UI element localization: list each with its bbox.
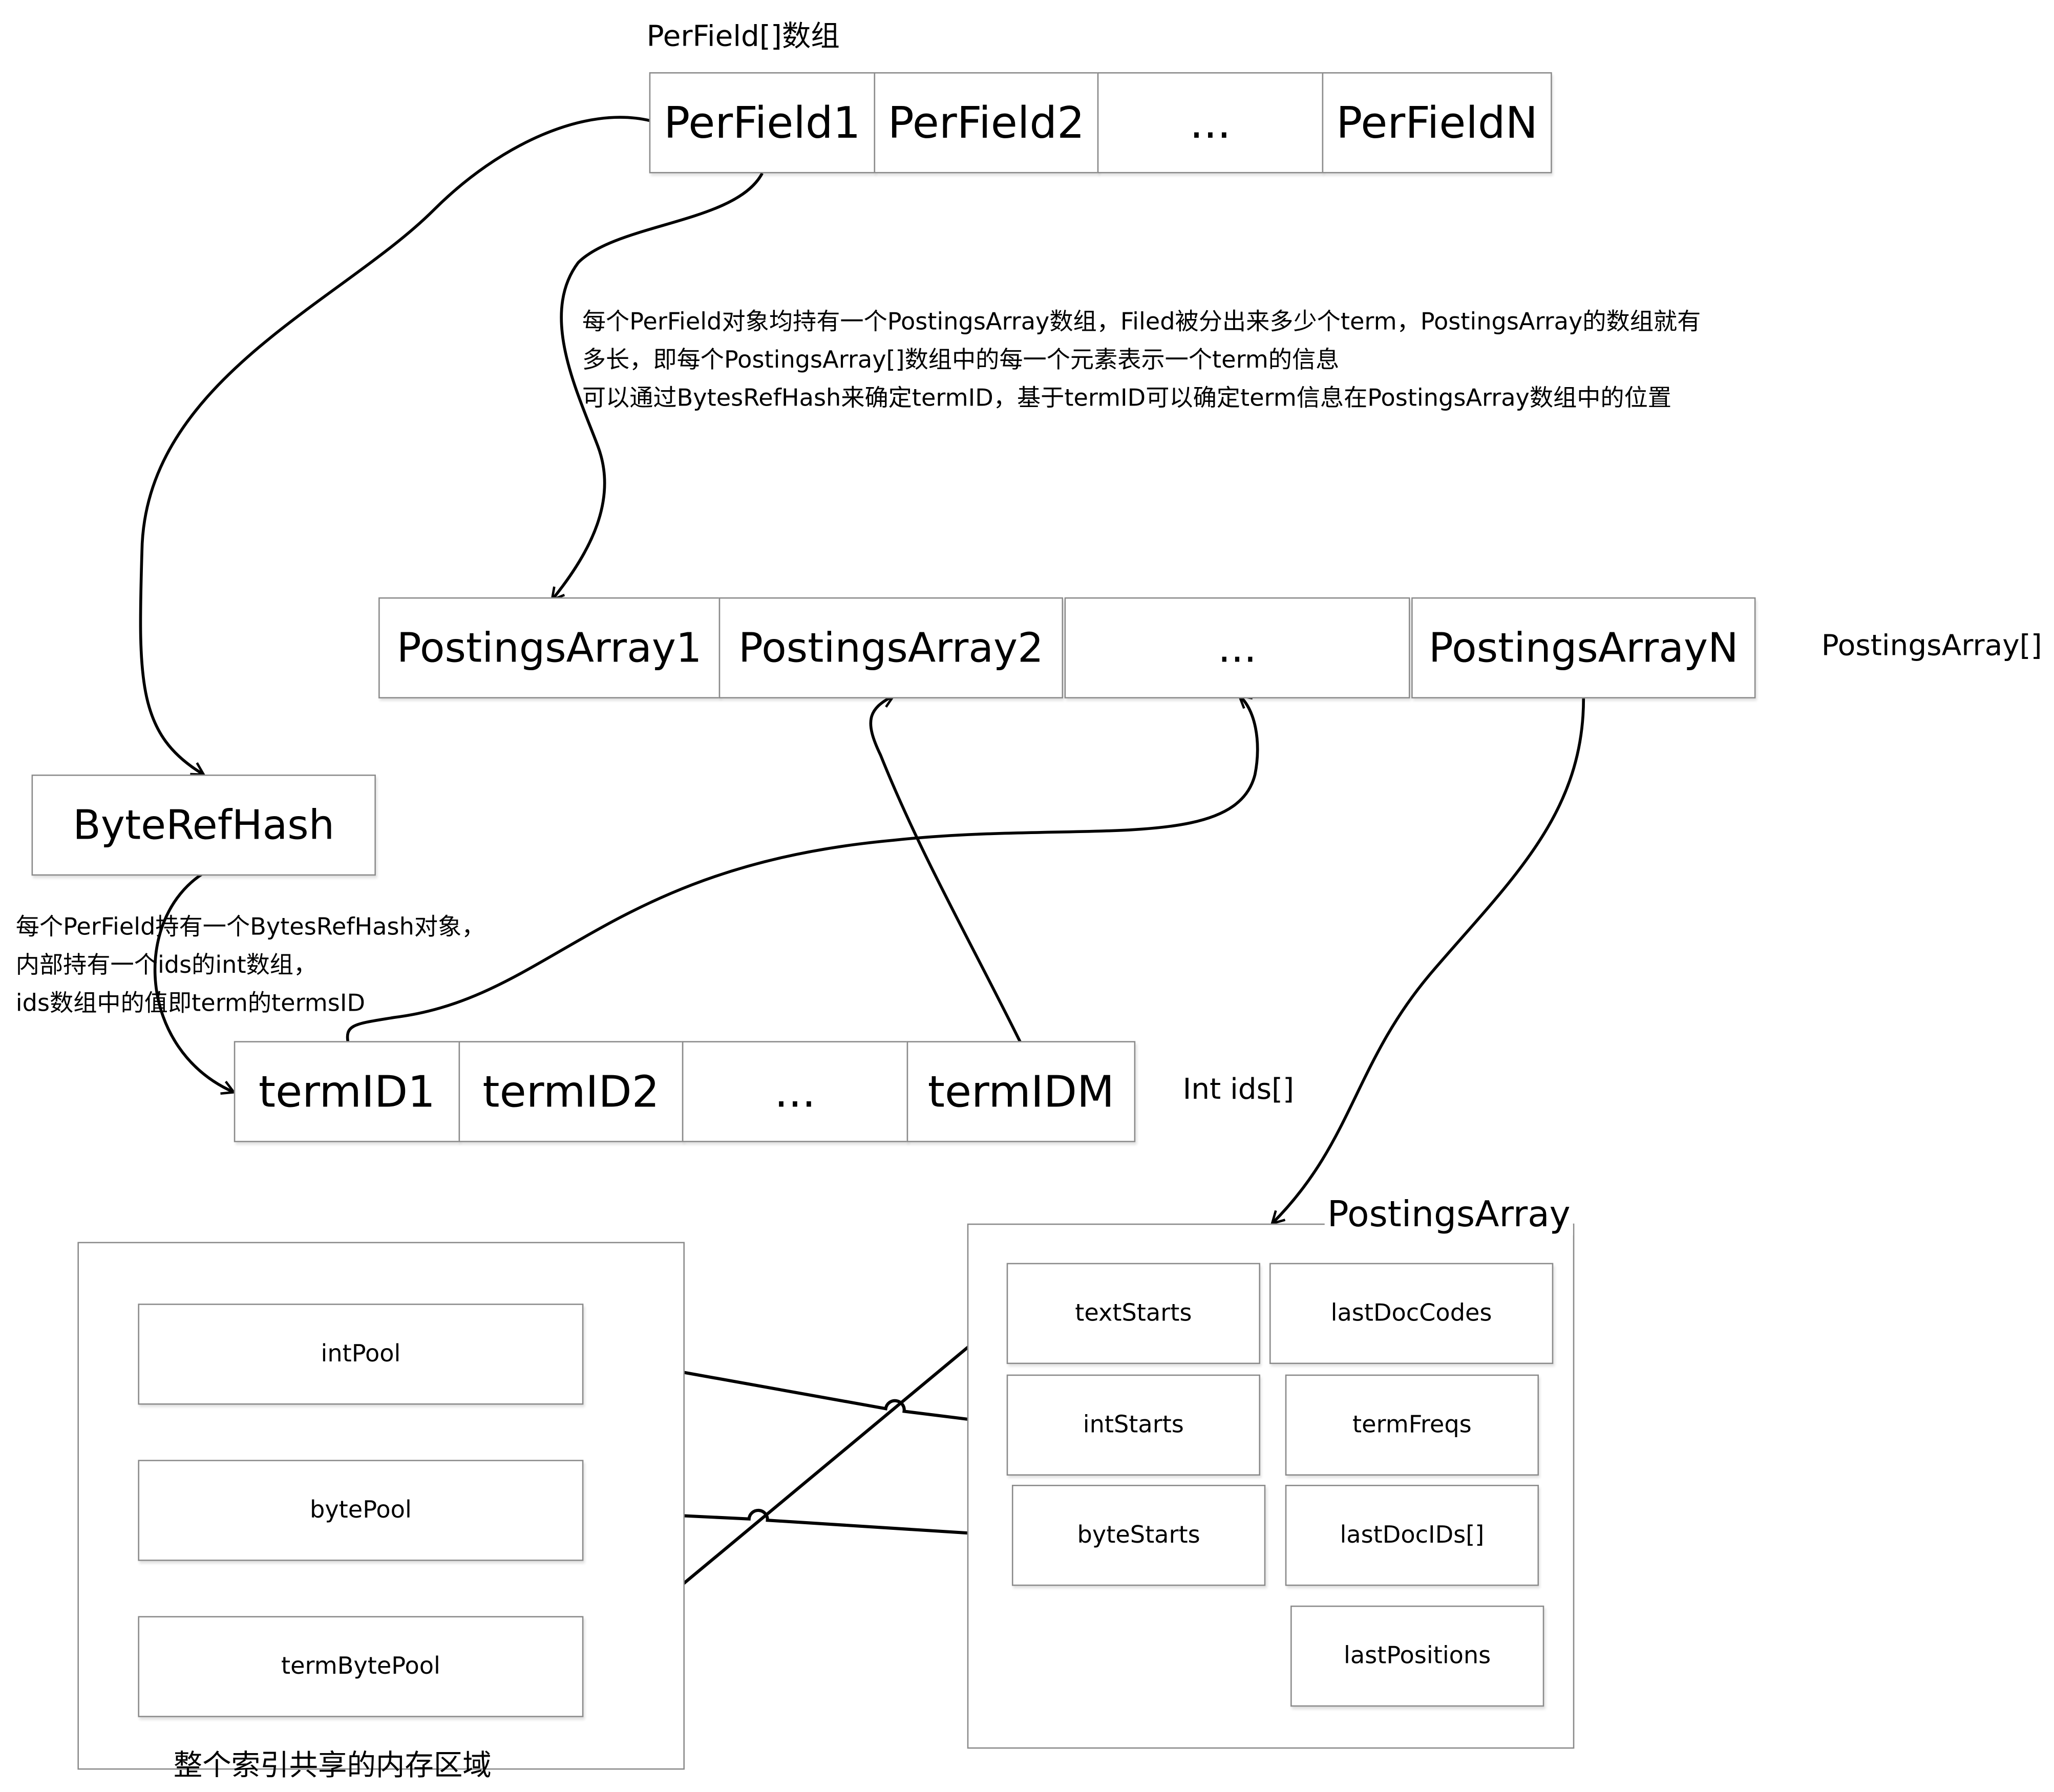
termid-cell-ellipsis[interactable]: ... (682, 1041, 908, 1142)
link-postingsarrayn-to-struct (1270, 698, 1585, 1226)
byterefhash-note-line-1: 每个PerField持有一个BytesRefHash对象， (15, 913, 485, 942)
field-lastpositions[interactable]: lastPositions (1290, 1605, 1544, 1707)
perfield-array-label: PerField[]数组 (646, 21, 840, 54)
field-lastdoccodes[interactable]: lastDocCodes (1269, 1263, 1554, 1364)
termbytepool-box[interactable]: termBytePool (138, 1616, 584, 1717)
link-termid1-to-postingsarray (346, 694, 1259, 1044)
termid-cell-2[interactable]: termID2 (458, 1041, 684, 1142)
perfield-cell-n[interactable]: PerFieldN (1322, 72, 1552, 174)
postingsarray-cell-ellipsis[interactable]: ... (1064, 597, 1410, 699)
field-bytestarts[interactable]: byteStarts (1011, 1484, 1266, 1586)
perfield-cell-2[interactable]: PerField2 (874, 72, 1099, 174)
perfield-cell-1[interactable]: PerField1 (649, 72, 876, 174)
link-perfield-to-postingsarray (550, 173, 764, 602)
postingsarray-struct-title: PostingsArray (1324, 1194, 1573, 1235)
postingsarray-list-label: PostingsArray[] (1821, 630, 2042, 663)
perfield-note-line-1: 每个PerField对象均持有一个PostingsArray数组，Filed被分… (582, 308, 1701, 336)
postingsarray-cell-1[interactable]: PostingsArray1 (378, 597, 721, 699)
intpool-box[interactable]: intPool (138, 1304, 584, 1405)
memory-region-caption: 整个索引共享的内存区域 (173, 1750, 492, 1783)
byterefhash-note-line-2: 内部持有一个ids的int数组， (15, 951, 317, 979)
byterefhash-note-line-3: ids数组中的值即term的termsID (15, 990, 366, 1018)
perfield-note-line-2: 多长，即每个PostingsArray[]数组中的每一个元素表示一个term的信… (582, 346, 1340, 374)
field-intstarts[interactable]: intStarts (1006, 1374, 1260, 1476)
link-byterefhash-to-termids (153, 860, 237, 1095)
link-bytestarts-to-bytepool (584, 1502, 1015, 1538)
bytepool-box[interactable]: bytePool (138, 1460, 584, 1561)
termid-cell-1[interactable]: termID1 (234, 1041, 460, 1142)
postingsarray-cell-2[interactable]: PostingsArray2 (718, 597, 1064, 699)
field-termfreqs[interactable]: termFreqs (1285, 1374, 1539, 1476)
byterefhash-box[interactable]: ByteRefHash (31, 774, 376, 876)
link-perfield-to-byterefhash (139, 116, 651, 776)
link-intstarts-to-intpool (584, 1349, 1010, 1426)
termid-cell-m[interactable]: termIDM (906, 1041, 1136, 1142)
term-ids-label: Int ids[] (1182, 1074, 1295, 1107)
link-termidm-to-postingsarray2 (869, 694, 1023, 1044)
field-lastdocids[interactable]: lastDocIDs[] (1285, 1484, 1539, 1586)
perfield-note-line-3: 可以通过BytesRefHash来确定termID，基于termID可以确定te… (582, 385, 1672, 413)
perfield-cell-ellipsis[interactable]: ... (1097, 72, 1324, 174)
postingsarray-cell-n[interactable]: PostingsArrayN (1411, 597, 1756, 699)
field-textstarts[interactable]: textStarts (1006, 1263, 1260, 1364)
